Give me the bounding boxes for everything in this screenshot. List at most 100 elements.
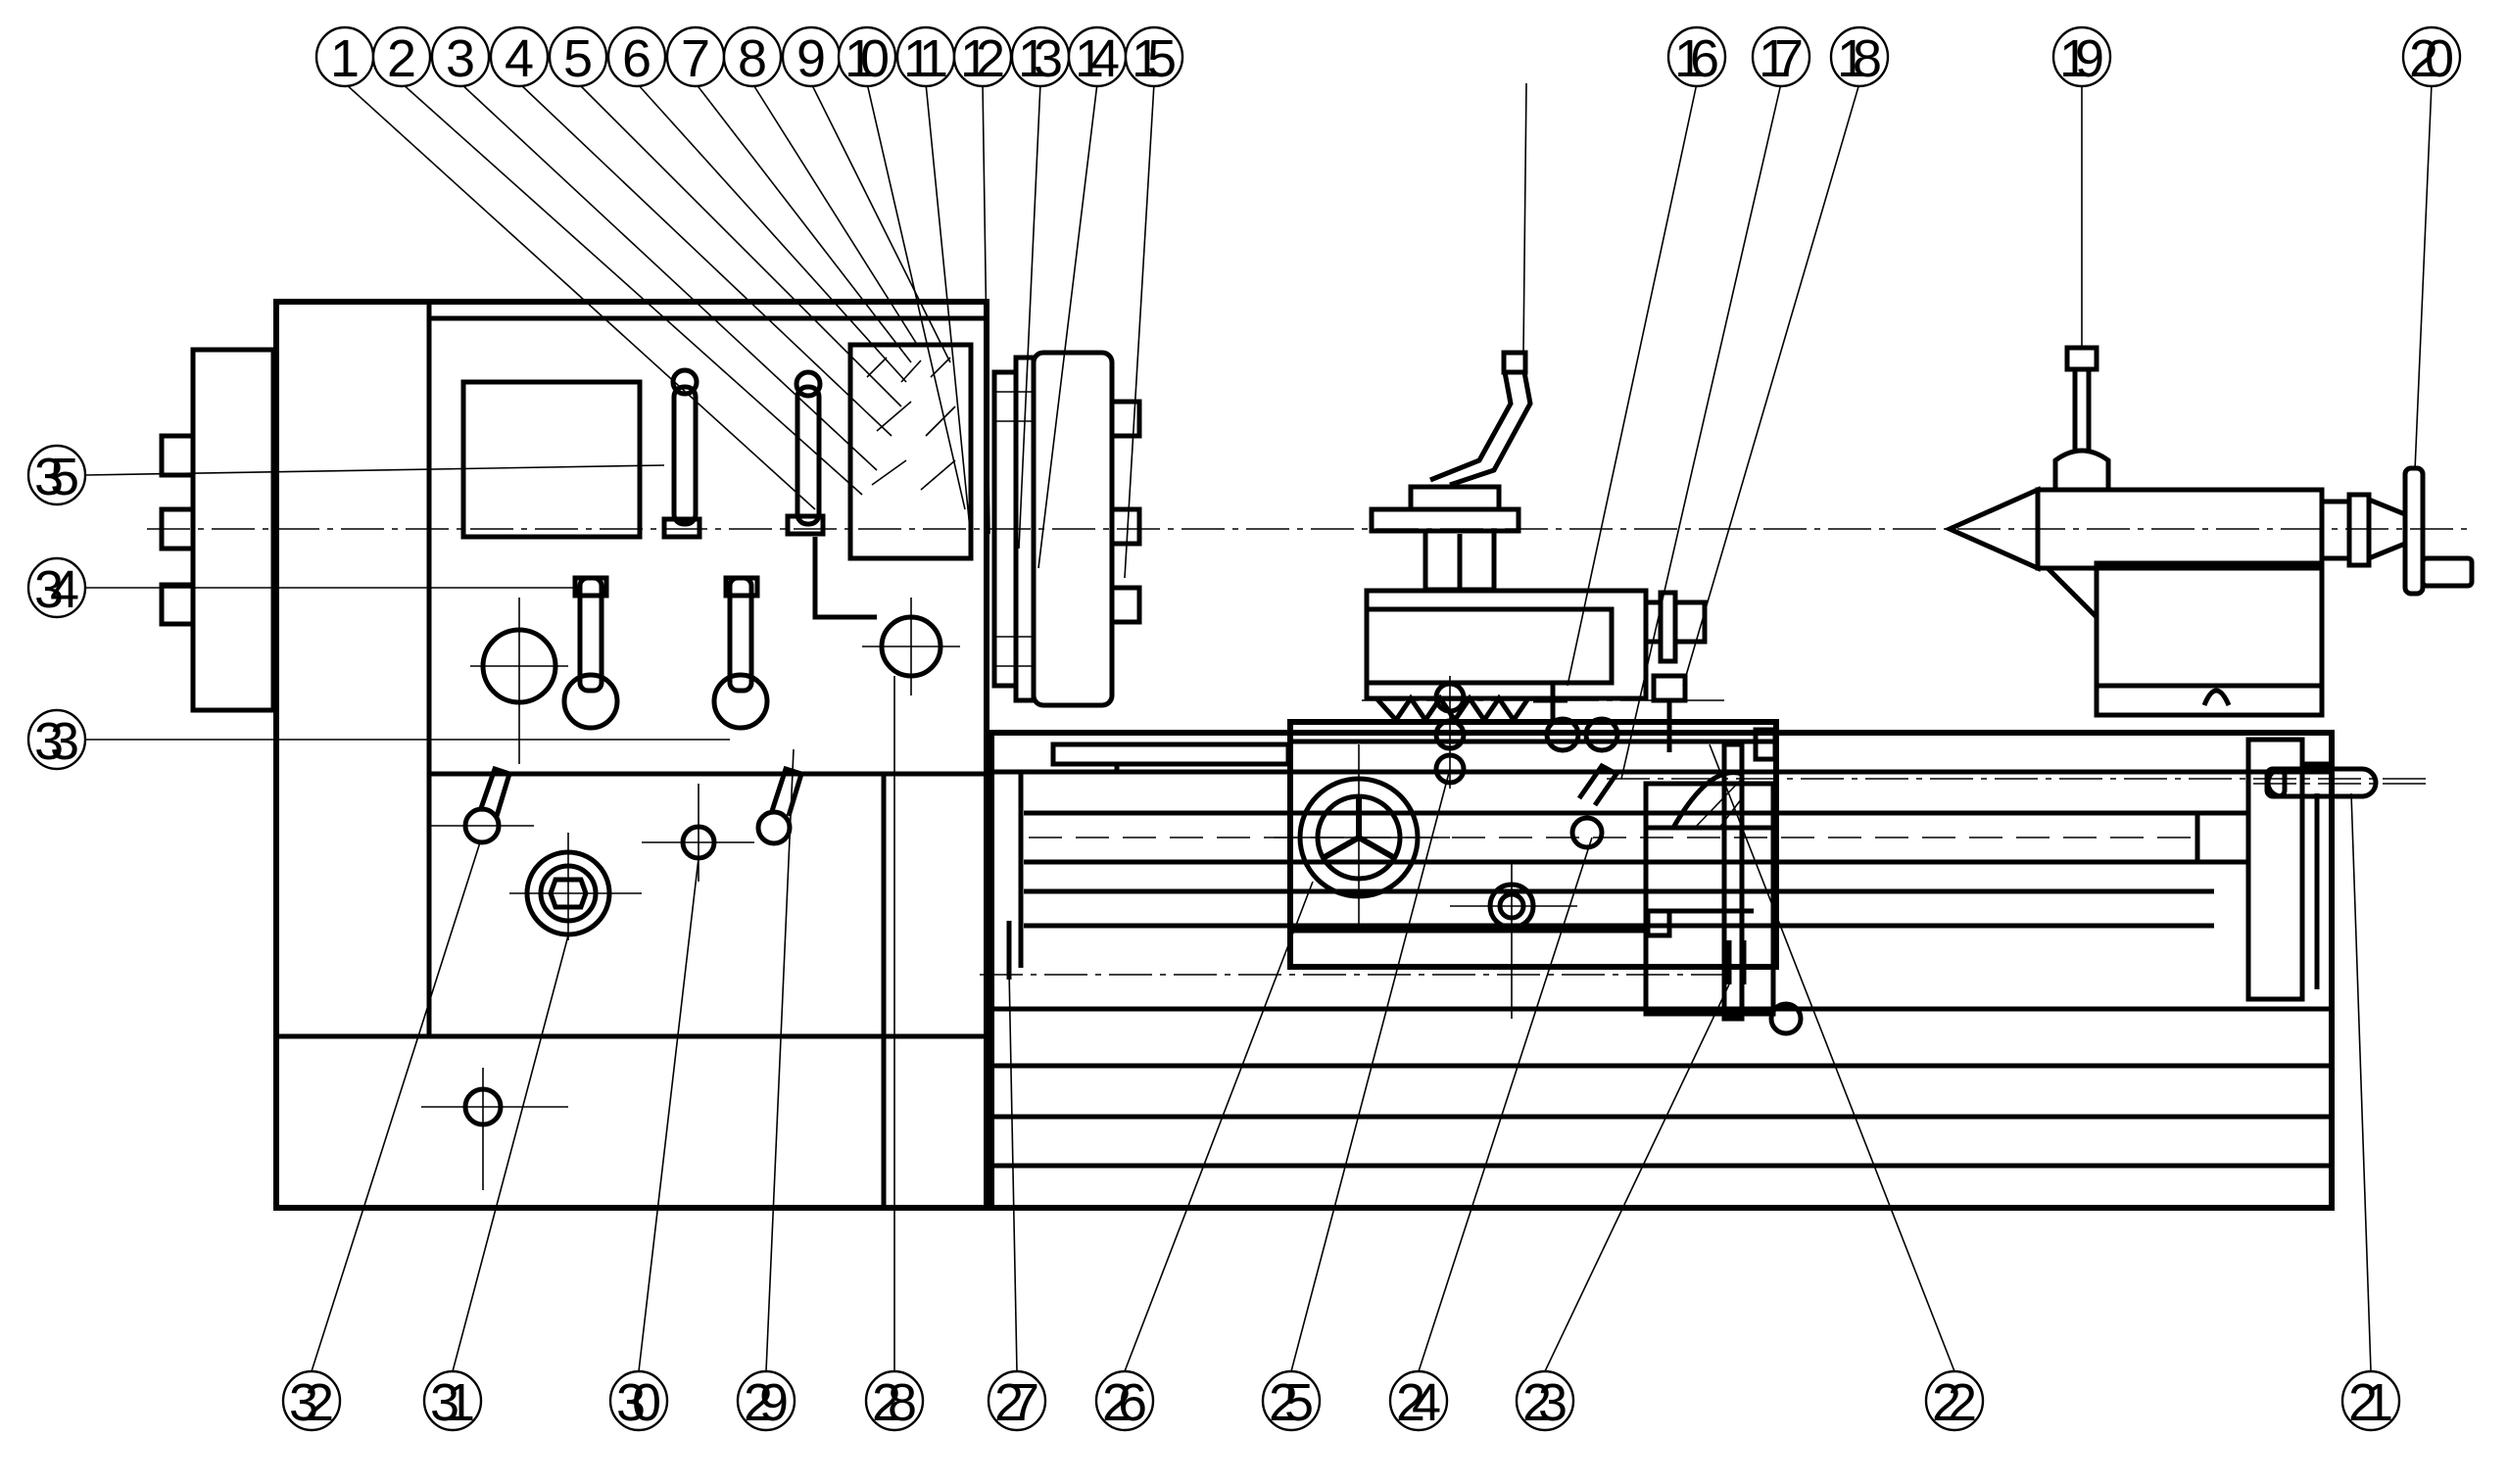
callout-bubble <box>548 25 608 88</box>
callout-bubble <box>864 1369 925 1432</box>
callout-bubble <box>26 444 87 506</box>
callout-bubble <box>606 25 667 88</box>
callout-number: 33 <box>34 712 79 771</box>
callout-35: 35 <box>26 444 87 506</box>
callout-bubble <box>1924 1369 1985 1432</box>
callout-1: 1 <box>314 25 375 88</box>
callout-2: 2 <box>371 25 432 88</box>
callout-12: 12 <box>952 25 1013 88</box>
callout-bubble <box>26 708 87 771</box>
callout-bubble <box>2340 1369 2401 1432</box>
callout-bubble <box>608 1369 669 1432</box>
callout-bubble <box>1751 25 1811 88</box>
callout-19: 19 <box>2051 25 2112 88</box>
callout-number: 17 <box>1759 29 1804 88</box>
speed-chart-plate <box>847 342 974 561</box>
callout-bubble <box>987 1369 1047 1432</box>
callout-number: 3 <box>446 29 475 88</box>
callout-bubble <box>1261 1369 1322 1432</box>
callout-number: 13 <box>1018 29 1063 88</box>
callout-bubble <box>422 1369 483 1432</box>
callout-21: 21 <box>2340 1369 2401 1432</box>
callout-number: 22 <box>1932 1373 1977 1432</box>
callout-14: 14 <box>1067 25 1128 88</box>
tool-post <box>1364 350 1708 725</box>
callout-bubble <box>2401 25 2462 88</box>
callout-bubble <box>2051 25 2112 88</box>
carriage <box>1274 673 1804 1036</box>
callout-9: 9 <box>781 25 842 88</box>
display-window <box>460 379 643 540</box>
callout-bubble <box>1388 1369 1449 1432</box>
callout-15: 15 <box>1124 25 1184 88</box>
callout-number: 1 <box>330 29 360 88</box>
callout-13: 13 <box>1010 25 1071 88</box>
callout-number: 14 <box>1075 29 1120 88</box>
callout-29: 29 <box>736 1369 796 1432</box>
callout-number: 11 <box>903 29 948 88</box>
callout-number: 9 <box>796 29 826 88</box>
callout-number: 2 <box>387 29 416 88</box>
callout-bubble <box>837 25 897 88</box>
callout-27: 27 <box>987 1369 1047 1432</box>
callout-26: 26 <box>1094 1369 1155 1432</box>
callout-31: 31 <box>422 1369 483 1432</box>
callout-number: 23 <box>1522 1373 1568 1432</box>
callout-bubble <box>489 25 550 88</box>
callout-bubble <box>1124 25 1184 88</box>
callout-24: 24 <box>1388 1369 1449 1432</box>
callout-number: 35 <box>34 448 79 506</box>
callout-number: 26 <box>1102 1373 1147 1432</box>
callout-bubble <box>1094 1369 1155 1432</box>
callout-7: 7 <box>665 25 726 88</box>
callout-bubble <box>736 1369 796 1432</box>
callout-number: 15 <box>1132 29 1177 88</box>
callout-number: 34 <box>34 560 79 619</box>
callout-6: 6 <box>606 25 667 88</box>
callout-23: 23 <box>1515 1369 1575 1432</box>
callout-number: 7 <box>681 29 710 88</box>
callout-34: 34 <box>26 556 87 619</box>
callout-number: 31 <box>430 1373 475 1432</box>
callout-number: 16 <box>1674 29 1719 88</box>
callout-number: 6 <box>622 29 651 88</box>
callout-10: 10 <box>837 25 897 88</box>
callout-number: 29 <box>744 1373 789 1432</box>
callout-22: 22 <box>1924 1369 1985 1432</box>
callout-number: 19 <box>2059 29 2104 88</box>
callout-25: 25 <box>1261 1369 1322 1432</box>
pulley <box>991 350 1142 708</box>
callout-16: 16 <box>1666 25 1727 88</box>
callout-28: 28 <box>864 1369 925 1432</box>
callout-number: 4 <box>505 29 534 88</box>
callout-8: 8 <box>722 25 783 88</box>
headstock <box>273 299 989 1211</box>
callout-bubble <box>371 25 432 88</box>
callout-18: 18 <box>1829 25 1890 88</box>
callout-bubble <box>1829 25 1890 88</box>
lathe-bed <box>989 730 2430 1211</box>
callout-17: 17 <box>1751 25 1811 88</box>
callout-number: 25 <box>1269 1373 1314 1432</box>
callout-number: 24 <box>1396 1373 1441 1432</box>
callout-number: 10 <box>844 29 890 88</box>
callout-bubble <box>430 25 491 88</box>
callout-5: 5 <box>548 25 608 88</box>
callout-number: 27 <box>994 1373 1039 1432</box>
callout-number: 12 <box>960 29 1005 88</box>
tailstock <box>1943 345 2475 718</box>
callout-bubble <box>722 25 783 88</box>
callout-32: 32 <box>281 1369 342 1432</box>
callout-number: 5 <box>563 29 593 88</box>
callout-4: 4 <box>489 25 550 88</box>
callout-11: 11 <box>895 25 956 88</box>
callout-30: 30 <box>608 1369 669 1432</box>
callout-number: 20 <box>2409 29 2454 88</box>
chuck <box>159 347 276 713</box>
callout-number: 18 <box>1837 29 1882 88</box>
callout-33: 33 <box>26 708 87 771</box>
leader-lines <box>85 82 2433 1372</box>
callout-number: 8 <box>738 29 767 88</box>
